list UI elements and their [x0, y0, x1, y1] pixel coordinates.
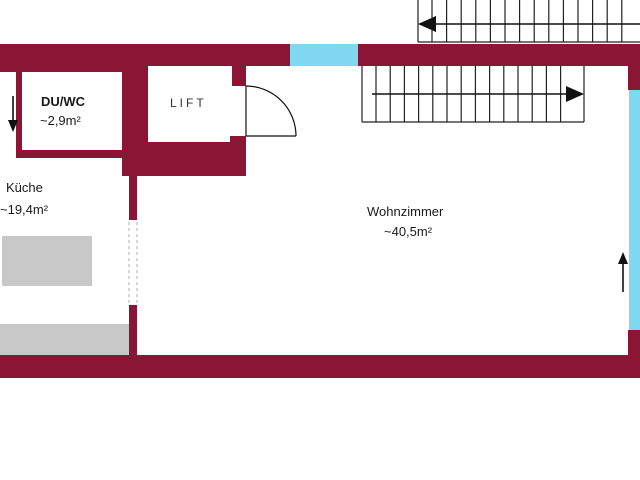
upper-staircase [417, 0, 640, 43]
exterior-wall-right [628, 66, 640, 90]
lower-stair-arrow [372, 86, 584, 102]
window-top [290, 44, 358, 66]
exterior-wall-right-lower [628, 330, 640, 355]
kitchen-name: Küche [6, 180, 43, 195]
living-area: ~40,5m² [384, 224, 433, 239]
bathroom-walls [0, 66, 144, 176]
exterior-wall-bottom [0, 355, 640, 378]
window-right [629, 90, 640, 330]
partition-wall-upper [129, 176, 137, 220]
partition-wall-lower [129, 305, 137, 355]
lift-label: LIFT [170, 96, 207, 110]
kitchen-island [2, 236, 92, 286]
bathroom-door-arrow [8, 96, 18, 132]
kitchen-counter [0, 324, 129, 355]
lift-walls [140, 58, 246, 176]
lift-door [245, 85, 297, 137]
living-name: Wohnzimmer [367, 204, 444, 219]
bathroom-name: DU/WC [41, 94, 86, 109]
kitchen-area: ~19,4m² [0, 202, 49, 217]
bathroom-area: ~2,9m² [40, 113, 81, 128]
partition-opening [128, 222, 138, 305]
living-entry-arrow [618, 252, 628, 292]
upper-stair-arrow [418, 16, 640, 32]
